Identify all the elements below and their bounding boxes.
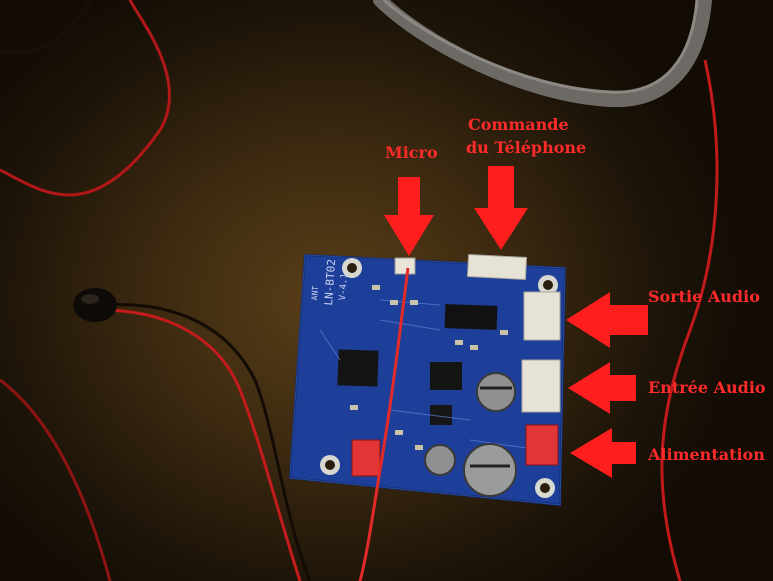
grey-cable [373, 0, 712, 108]
pcb-board [288, 253, 567, 507]
board-antenna-silkscreen: ANT [310, 285, 320, 301]
arrow-entree-audio [568, 362, 636, 414]
right-wire-red [660, 59, 719, 581]
arrow-micro [384, 177, 434, 256]
arrow-sortie-audio [566, 292, 648, 348]
annotation-arrows [384, 166, 648, 478]
micro-wire [358, 267, 410, 581]
label-commande-line2: du Téléphone [466, 138, 587, 157]
mic-wire-red-2 [0, 378, 112, 581]
label-alimentation: Alimentation [648, 445, 765, 464]
left-wire-black [0, 0, 92, 55]
arrow-commande [474, 166, 528, 250]
microphone-highlight [81, 294, 99, 304]
right-wire-black [709, 129, 755, 581]
label-entree-audio: Entrée Audio [648, 378, 766, 397]
label-sortie-audio: Sortie Audio [648, 287, 760, 306]
board-version-silkscreen: V-4.1 [338, 272, 350, 301]
microphone-capsule [73, 288, 117, 322]
label-commande-line1: Commande [468, 115, 569, 134]
left-wire-red [0, 0, 171, 197]
label-micro: Micro [385, 143, 438, 162]
grey-cable-highlight [382, 0, 699, 94]
mic-wire-black [99, 302, 312, 581]
arrow-alimentation [570, 428, 636, 478]
mic-wire-red [99, 308, 302, 581]
